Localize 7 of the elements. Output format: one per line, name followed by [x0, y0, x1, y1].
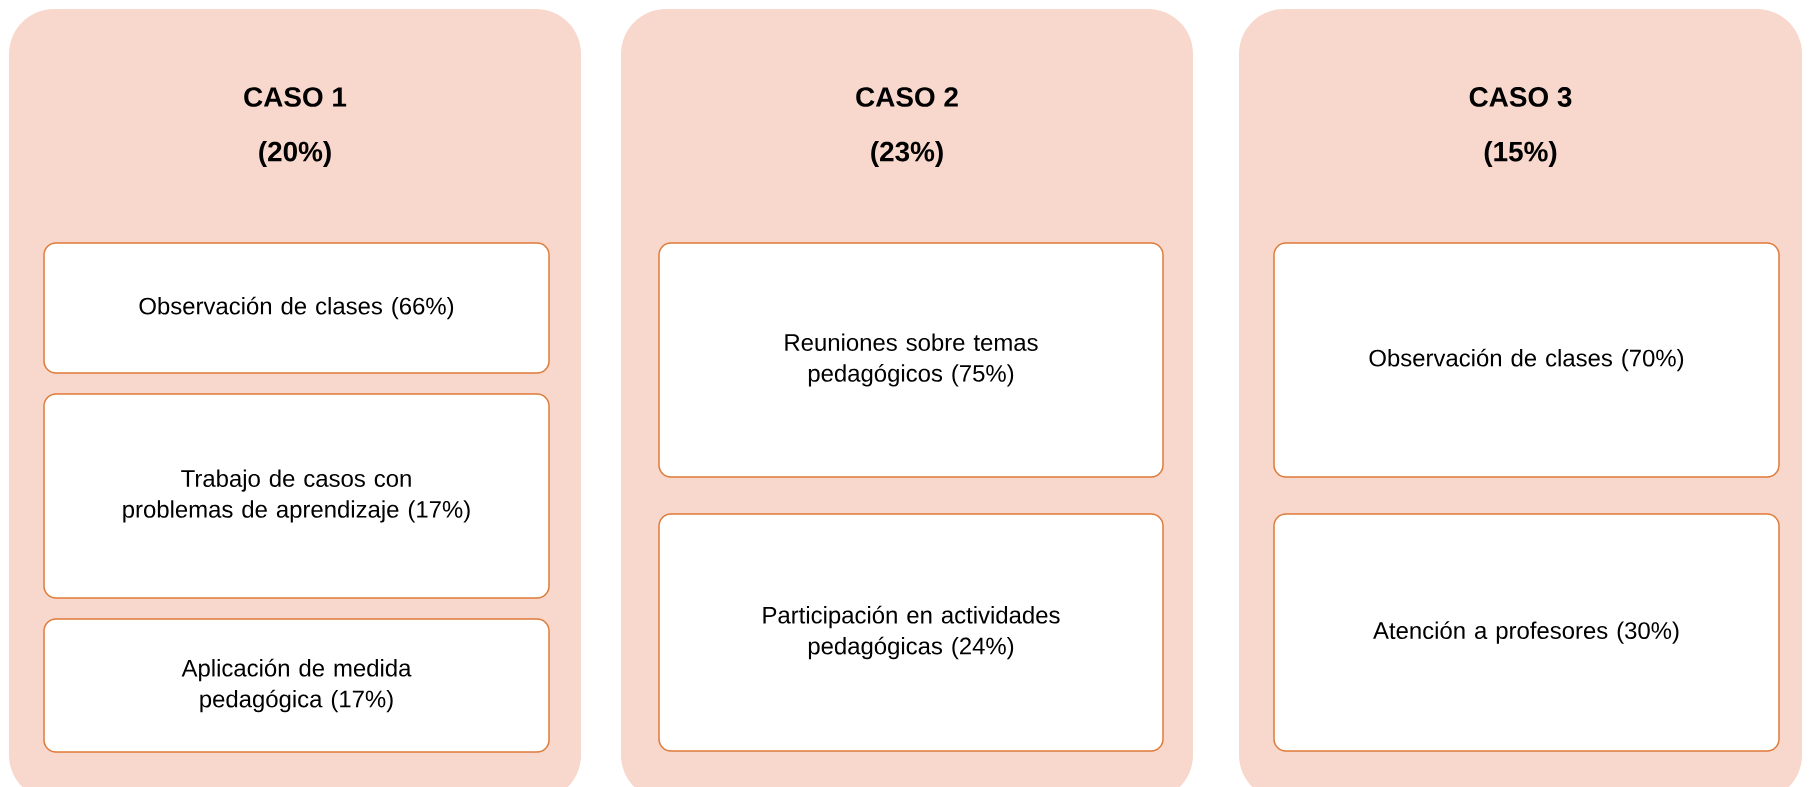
text-box: Observación de clases (70%) [1273, 242, 1780, 478]
text-box: Reuniones sobre temas pedagógicos (75%) [658, 242, 1164, 478]
text-box: Participación en actividades pedagógicas (24%) [658, 513, 1164, 752]
text-box: Atención a profesores (30%) [1273, 513, 1780, 752]
text-box: Observación de clases (66%) [43, 242, 550, 374]
text-box: Aplicación de medida pedagógica (17%) [43, 618, 550, 753]
text-box: Trabajo de casos con problemas de aprendizaje (17%) [43, 393, 550, 599]
